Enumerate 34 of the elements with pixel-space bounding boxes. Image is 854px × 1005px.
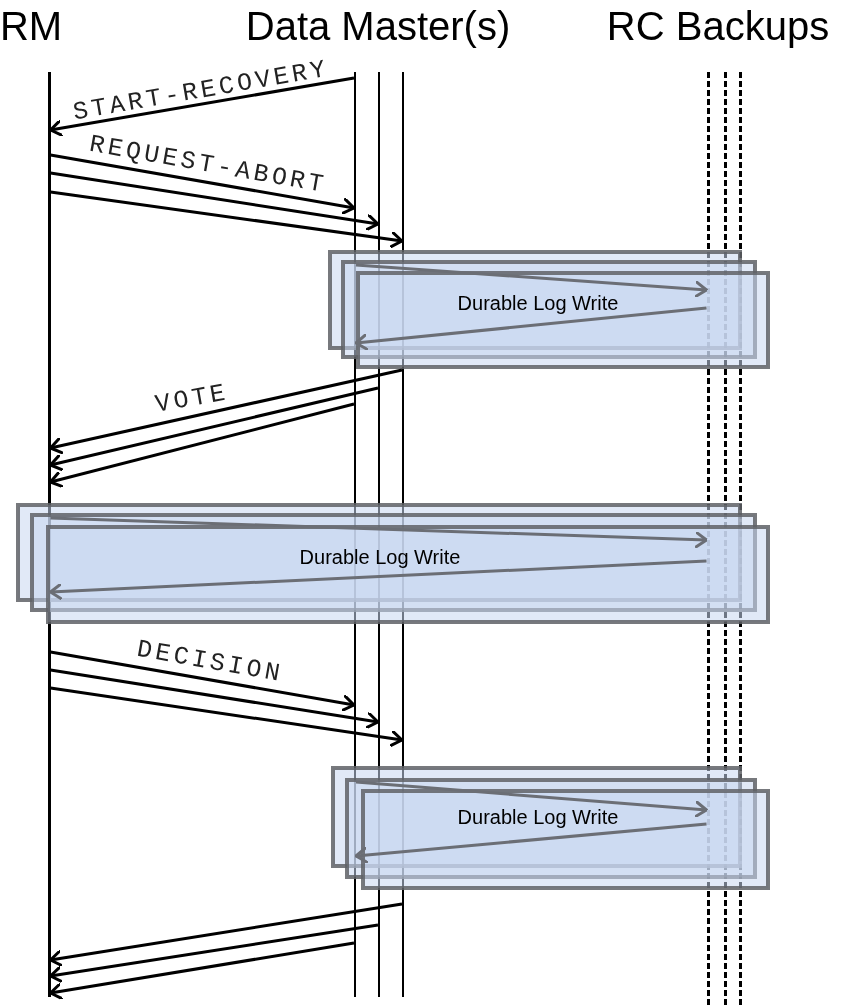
lifeline-heading: RM (0, 6, 63, 46)
lifeline (378, 72, 380, 997)
arrow (49, 76, 355, 137)
arrow (49, 368, 403, 455)
band-label: Durable Log Write (457, 807, 619, 827)
edge-label: DECISION (134, 636, 286, 688)
edge-label: VOTE (153, 380, 231, 418)
arrow (354, 306, 707, 351)
band-label: Durable Log Write (457, 293, 619, 313)
arrow (49, 386, 379, 472)
arrow (50, 153, 356, 215)
lifeline (47, 72, 51, 997)
lifeline (402, 72, 404, 997)
arrow (49, 923, 379, 983)
arrow (49, 559, 707, 600)
arrow (50, 516, 708, 549)
arrow (50, 686, 404, 747)
arrow (354, 822, 707, 864)
lifeline-heading: Data Master(s) (245, 6, 511, 46)
lifeline (354, 72, 356, 997)
arrow (49, 902, 403, 967)
arrow (355, 263, 708, 298)
arrow (355, 780, 708, 818)
lifeline (738, 72, 742, 1005)
lifeline (706, 72, 710, 1005)
arrow (50, 668, 380, 729)
arrow (50, 190, 404, 249)
arrow (50, 171, 380, 231)
arrow (49, 941, 355, 1000)
arrow (50, 650, 356, 712)
lifeline (723, 72, 727, 1005)
band-label: Durable Log Write (299, 547, 461, 567)
lifeline-heading: RC Backups (606, 6, 830, 46)
arrow (49, 402, 355, 488)
